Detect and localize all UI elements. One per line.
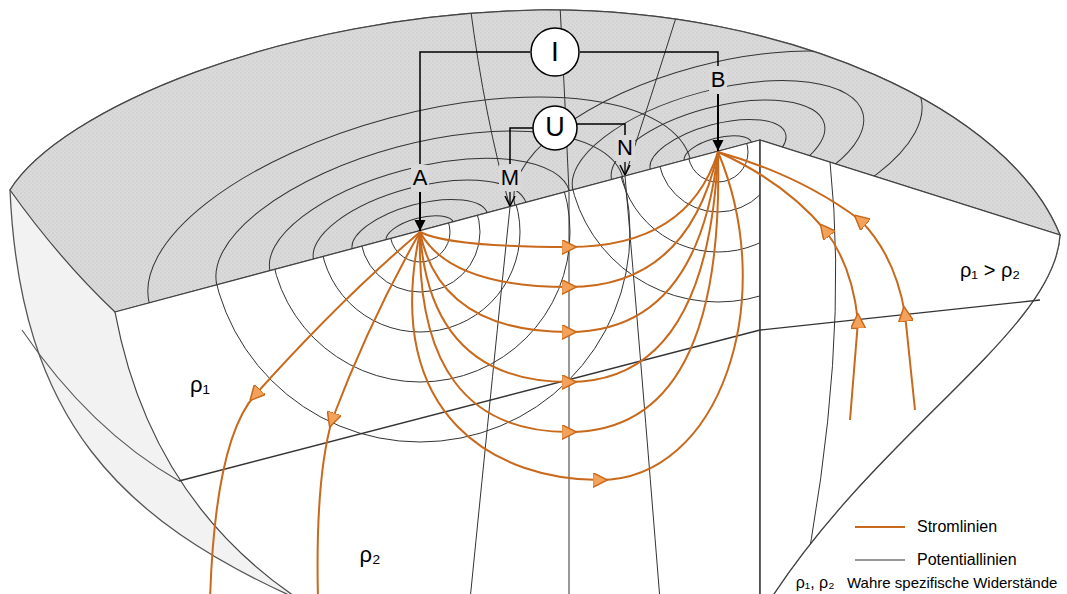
legend-text: Potentiallinien [915,551,1019,569]
current-line [420,152,718,382]
layer-boundary [22,330,179,481]
section-corner-line [759,140,760,594]
front-section-face [115,140,760,594]
current-lines [210,152,915,594]
instrument-symbol: I [551,37,559,68]
potential-line [800,162,836,594]
electrode-label: B [709,67,728,92]
current-line [318,232,420,594]
ammeter-circle: I [530,27,580,77]
legend-symbols: ρ₁, ρ₂ [794,574,837,592]
current-line [420,152,718,287]
legend-note: Wahre spezifische Widerstände [845,574,1059,591]
circle-shape [533,106,577,150]
current-line [420,152,718,247]
current-line [718,152,915,410]
section-potential-lines [210,2,868,594]
current-line [420,152,718,332]
electrode-label: A [411,165,430,190]
current-line [718,152,858,420]
current-electrode [419,192,421,231]
electrode-label: N [615,135,635,160]
electrode-label: M [499,165,521,190]
potential-electrode [624,162,625,175]
resistivity-label: ρ₁ [188,372,212,397]
potential-line [569,192,570,594]
layer-boundary [179,330,760,481]
resistivity-label: ρ₂ [357,542,382,567]
half-space-body [10,10,1060,594]
layer-boundary [760,300,1040,330]
current-electrode [717,94,719,151]
surface-potential-lines [119,5,944,418]
legend-sample-potential [855,559,905,560]
current-line [412,152,743,480]
legend-text: Stromlinien [915,518,999,536]
legend-sample-current [855,526,905,528]
side-potential-lines [800,162,836,594]
current-wire [420,52,530,164]
measuring-wires [420,52,718,231]
voltage-wire [577,124,625,135]
voltage-wire [510,128,533,164]
current-line [420,152,718,432]
potential-electrode [509,192,510,206]
resistivity-relation: ρ₁ > ρ₂ [958,259,1022,282]
instrument-symbol: U [545,113,565,143]
current-line [210,232,420,594]
current-wire [580,52,718,66]
circle-shape [531,28,579,76]
voltmeter-circle: U [532,105,578,151]
